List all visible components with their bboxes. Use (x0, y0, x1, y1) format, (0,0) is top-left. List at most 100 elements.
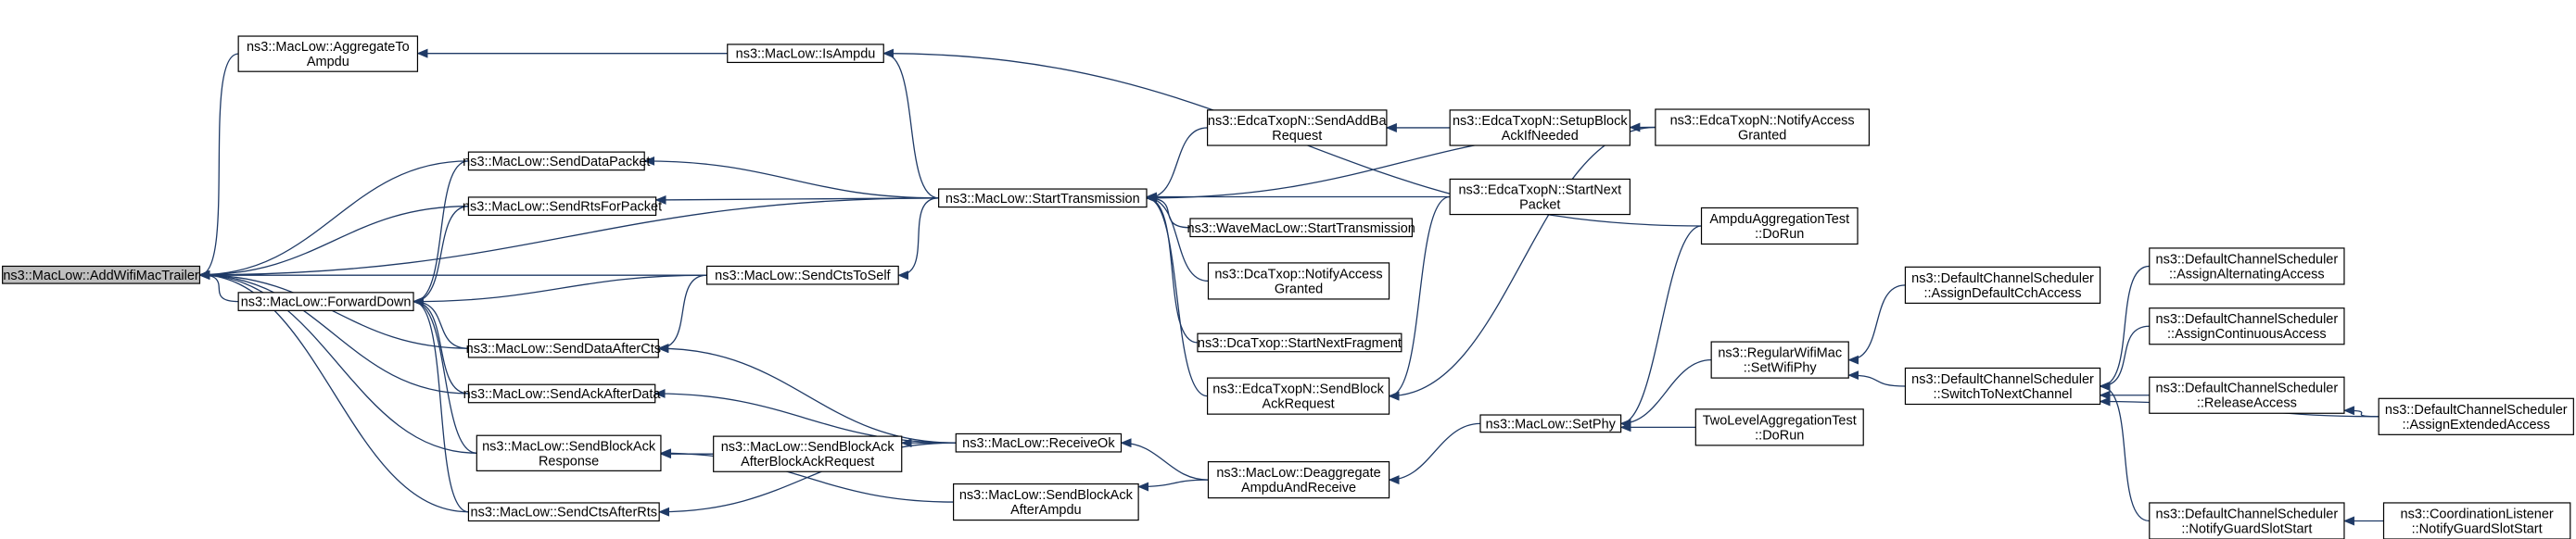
node-box[interactable] (2382, 502, 2571, 539)
node-assignalternating[interactable]: ns3::DefaultChannelScheduler::AssignAlte… (2149, 247, 2345, 285)
node-box[interactable] (1207, 262, 1390, 300)
node-label: ns3::DefaultChannelScheduler (2385, 403, 2568, 418)
node-box[interactable] (1449, 178, 1631, 216)
node-box[interactable] (2378, 397, 2574, 435)
node-label: ns3::MacLow::ReceiveOk (962, 436, 1115, 451)
node-box[interactable] (938, 188, 1148, 208)
edge-starttransmission-to-sendrtsforpacket (654, 194, 939, 205)
node-box[interactable] (1207, 377, 1390, 415)
node-box[interactable] (2, 265, 201, 284)
node-wavestarttx[interactable]: ns3::WaveMacLow::StartTransmission (1187, 218, 1415, 238)
edge-deaggregate-to-sendbaafterampdu (1137, 479, 1209, 492)
edge-sendackafterdata-to-addwifimactrailer (198, 270, 469, 395)
node-box[interactable] (467, 338, 659, 358)
node-box[interactable] (2149, 307, 2345, 345)
node-box[interactable] (2149, 247, 2345, 285)
node-twoleveltest[interactable]: TwoLevelAggregationTest::DoRun (1694, 408, 1864, 446)
node-label: ns3::EdcaTxopN::NotifyAccess (1670, 114, 1855, 129)
node-box[interactable] (1207, 461, 1390, 499)
edge-assignextended-to-releaseaccess (2342, 406, 2379, 418)
node-sendbaafterbareq[interactable]: ns3::MacLow::SendBlockAckAfterBlockAckRe… (713, 435, 903, 472)
node-coordnotifyguard[interactable]: ns3::CoordinationListener::NotifyGuardSl… (2382, 502, 2571, 539)
node-box[interactable] (1710, 341, 1849, 379)
node-box[interactable] (2149, 376, 2345, 414)
node-assigncontinuous[interactable]: ns3::DefaultChannelScheduler::AssignCont… (2149, 307, 2345, 345)
node-box[interactable] (955, 432, 1123, 453)
edge-assigncontinuous-to-switchtonext (2099, 325, 2150, 391)
node-label: ns3::MacLow::SendRtsForPacket (463, 200, 662, 215)
node-label: ns3::MacLow::SetPhy (1486, 417, 1617, 432)
node-releaseaccess[interactable]: ns3::DefaultChannelScheduler::ReleaseAcc… (2149, 376, 2345, 414)
node-box[interactable] (1449, 109, 1631, 146)
node-box[interactable] (713, 435, 903, 472)
node-box[interactable] (467, 383, 656, 404)
node-box[interactable] (467, 502, 660, 522)
node-label: AckRequest (1262, 397, 1334, 412)
node-label: ::NotifyGuardSlotStart (2412, 521, 2543, 536)
node-label: ns3::MacLow::SendAckAfterData (463, 387, 662, 402)
node-box[interactable] (467, 196, 657, 217)
node-senddataafterct[interactable]: ns3::MacLow::SendDataAfterCts (466, 338, 661, 358)
node-forwarddown[interactable]: ns3::MacLow::ForwardDown (237, 292, 414, 311)
node-label: Response (539, 454, 599, 469)
node-assignextended[interactable]: ns3::DefaultChannelScheduler::AssignExte… (2378, 397, 2574, 435)
node-label: ns3::EdcaTxopN::SendBlock (1212, 382, 1384, 397)
node-box[interactable] (705, 265, 899, 285)
node-box[interactable] (476, 434, 662, 471)
edge-dcastartnextfrag-to-starttransmission (1145, 193, 1199, 344)
node-assigndefaultcch[interactable]: ns3::DefaultChannelScheduler::AssignDefa… (1904, 266, 2101, 304)
node-isampdu[interactable]: ns3::MacLow::IsAmpdu (727, 44, 884, 64)
node-box[interactable] (1189, 218, 1413, 238)
node-sendrtsforpacket[interactable]: ns3::MacLow::SendRtsForPacket (463, 196, 662, 217)
node-label: ns3::MacLow::ForwardDown (241, 295, 412, 310)
node-ampdutest[interactable]: AmpduAggregationTest::DoRun (1700, 207, 1859, 245)
node-notifyguard[interactable]: ns3::DefaultChannelScheduler::NotifyGuar… (2149, 502, 2345, 539)
node-label: ::SetWifiPhy (1744, 361, 1818, 376)
node-box[interactable] (1479, 414, 1622, 433)
node-box[interactable] (727, 44, 884, 64)
node-setphy[interactable]: ns3::MacLow::SetPhy (1479, 414, 1622, 433)
node-label: Request (1272, 129, 1322, 144)
node-starttransmission[interactable]: ns3::MacLow::StartTransmission (938, 188, 1148, 208)
node-box[interactable] (1700, 207, 1859, 245)
node-box[interactable] (237, 292, 414, 311)
node-box[interactable] (953, 483, 1139, 521)
node-box[interactable] (237, 35, 419, 72)
node-box[interactable] (467, 151, 645, 171)
node-label: Granted (1275, 282, 1323, 296)
node-addwifimactrailer[interactable]: ns3::MacLow::AddWifiMacTrailer (2, 265, 201, 284)
node-dcastartnextfrag[interactable]: ns3::DcaTxop::StartNextFragment (1197, 332, 1402, 353)
node-sendctstoself[interactable]: ns3::MacLow::SendCtsToSelf (705, 265, 899, 285)
node-box[interactable] (1694, 408, 1864, 446)
node-box[interactable] (1655, 108, 1871, 146)
node-box[interactable] (1207, 109, 1388, 146)
node-label: ns3::MacLow::Deaggregate (1216, 466, 1380, 481)
node-box[interactable] (2149, 502, 2345, 539)
node-receiveok[interactable]: ns3::MacLow::ReceiveOk (955, 432, 1123, 453)
node-label: AckIfNeeded (1502, 129, 1579, 144)
node-senddatapacket[interactable]: ns3::MacLow::SendDataPacket (463, 151, 650, 171)
node-sendctsafterrts[interactable]: ns3::MacLow::SendCtsAfterRts (467, 502, 660, 522)
node-box[interactable] (1197, 332, 1402, 353)
node-sendackafterdata[interactable]: ns3::MacLow::SendAckAfterData (463, 383, 662, 404)
node-switchtonext[interactable]: ns3::DefaultChannelScheduler::SwitchToNe… (1904, 367, 2101, 406)
node-box[interactable] (1904, 367, 2101, 406)
node-box[interactable] (1904, 266, 2101, 304)
edge-setphy-to-deaggregate (1388, 422, 1480, 485)
edge-receiveok-to-sendackafterdata (654, 388, 957, 444)
node-label: AmpduAndReceive (1241, 481, 1356, 495)
node-label: ns3::MacLow::SendBlockAck (721, 440, 895, 455)
edge-starttransmission-to-addwifimactrailer (198, 197, 939, 280)
edge-senddataafterct-to-forwarddown (412, 296, 469, 349)
node-regularsetwifiphy[interactable]: ns3::RegularWifiMac::SetWifiPhy (1710, 341, 1849, 379)
